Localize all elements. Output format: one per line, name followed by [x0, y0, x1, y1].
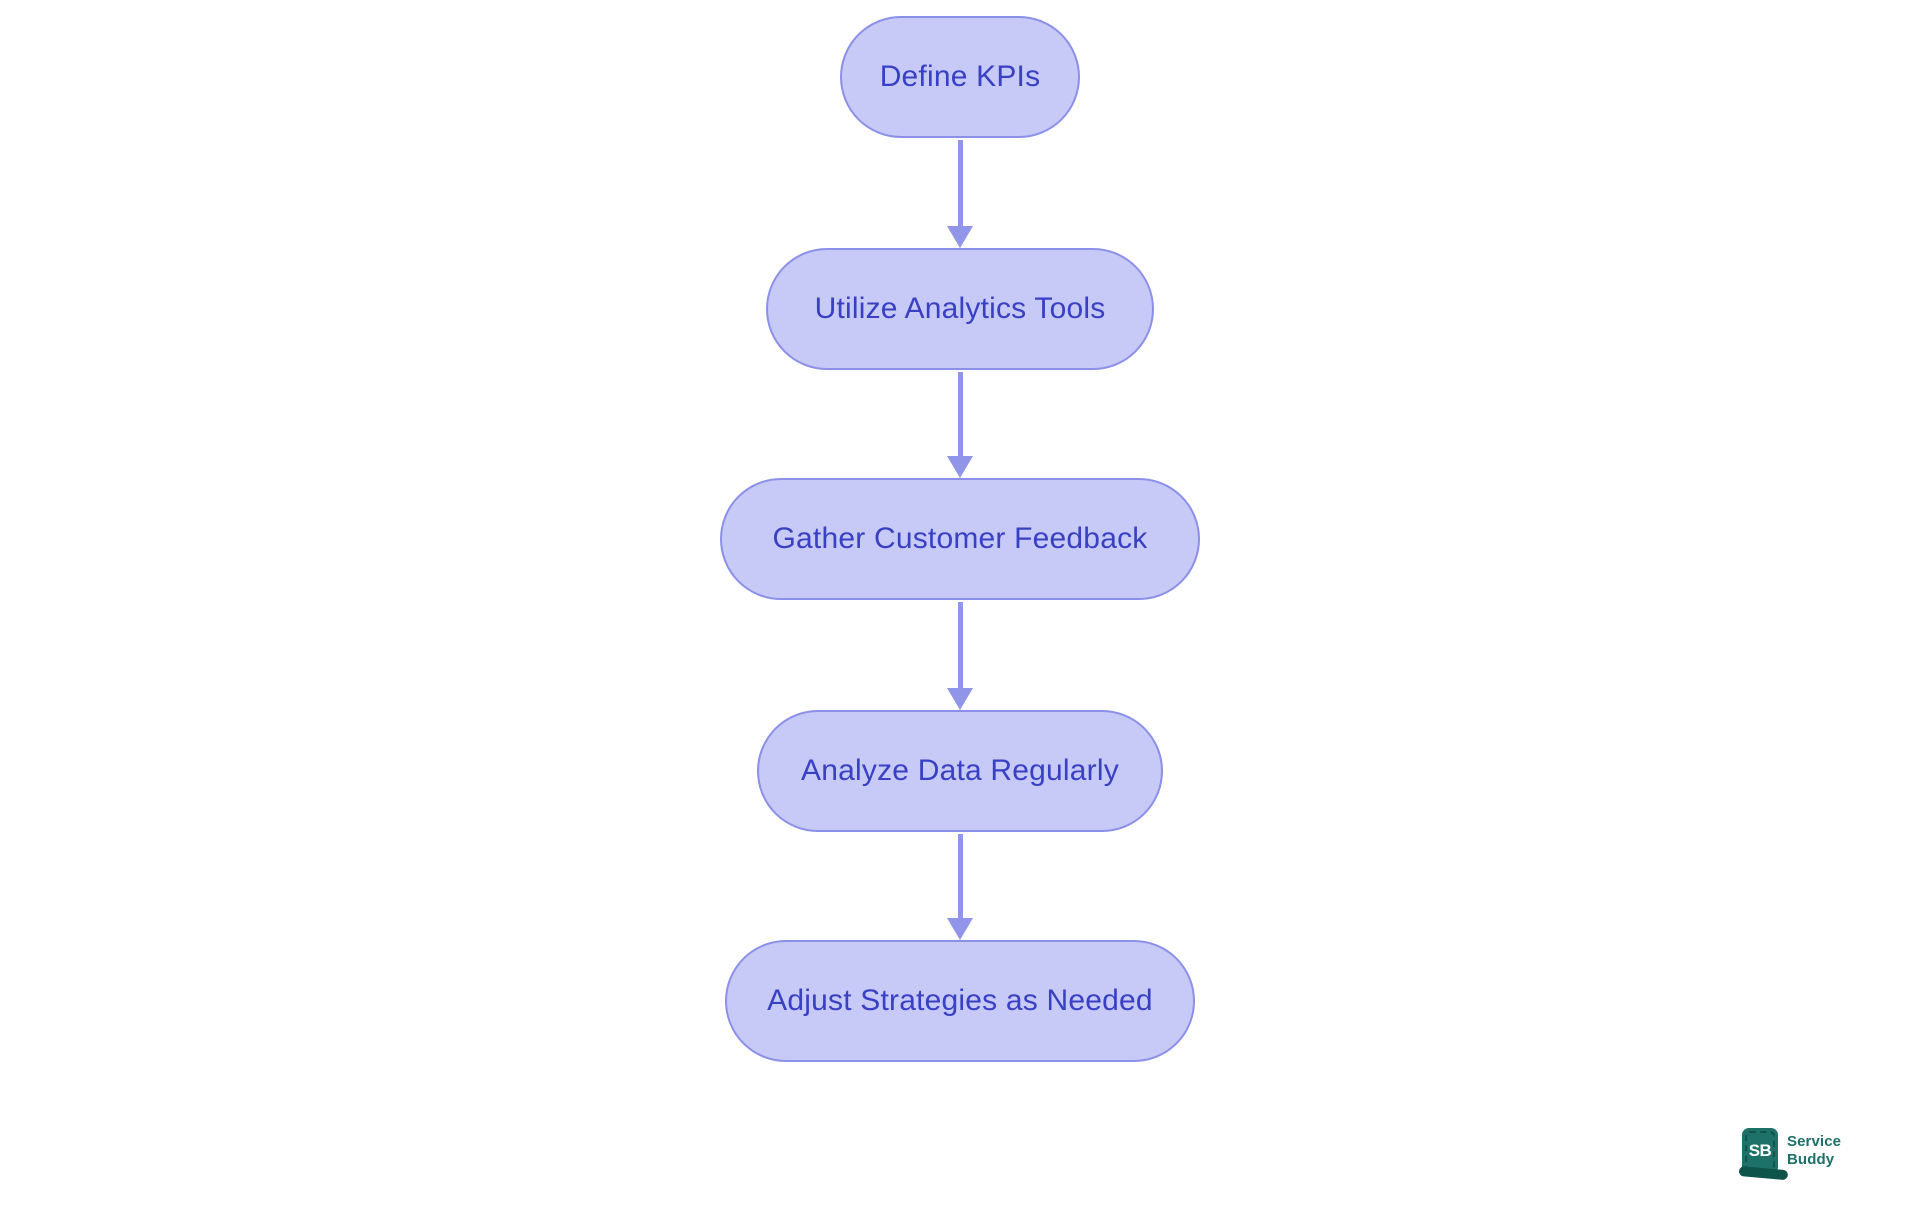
arrow-head-icon: [947, 456, 973, 478]
flowchart-node-gather-customer-feedback: Gather Customer Feedback: [720, 478, 1200, 600]
flow-arrow-1: [946, 140, 974, 248]
arrow-shaft: [957, 372, 963, 456]
brand-wordmark: Service Buddy: [1787, 1133, 1841, 1169]
arrow-shaft: [957, 834, 963, 918]
flow-arrow-4: [946, 834, 974, 940]
flowchart-node-define-kpis: Define KPIs: [840, 16, 1080, 138]
arrow-shaft: [957, 602, 963, 688]
arrow-head-icon: [947, 226, 973, 248]
flowchart-node-analyze-data-regularly: Analyze Data Regularly: [757, 710, 1163, 832]
service-buddy-logo: SB Service Buddy: [1738, 1128, 1841, 1181]
flowchart-node-utilize-analytics-tools: Utilize Analytics Tools: [766, 248, 1154, 370]
node-label: Define KPIs: [879, 60, 1041, 93]
flow-arrow-3: [946, 602, 974, 710]
arrow-shaft: [957, 140, 963, 226]
badge-page-curl: [1738, 1166, 1789, 1181]
node-label: Adjust Strategies as Needed: [767, 984, 1153, 1017]
brand-name-line1: Service: [1787, 1133, 1842, 1150]
node-label: Utilize Analytics Tools: [814, 292, 1106, 325]
node-label: Gather Customer Feedback: [772, 522, 1148, 555]
node-label: Analyze Data Regularly: [801, 754, 1119, 787]
flowchart-node-adjust-strategies: Adjust Strategies as Needed: [725, 940, 1195, 1062]
flow-arrow-2: [946, 372, 974, 478]
service-buddy-badge-icon: SB: [1738, 1128, 1789, 1181]
brand-name-line2: Buddy: [1787, 1151, 1835, 1168]
arrow-head-icon: [947, 918, 973, 940]
badge-initials: SB: [1748, 1141, 1772, 1160]
arrow-head-icon: [947, 688, 973, 710]
